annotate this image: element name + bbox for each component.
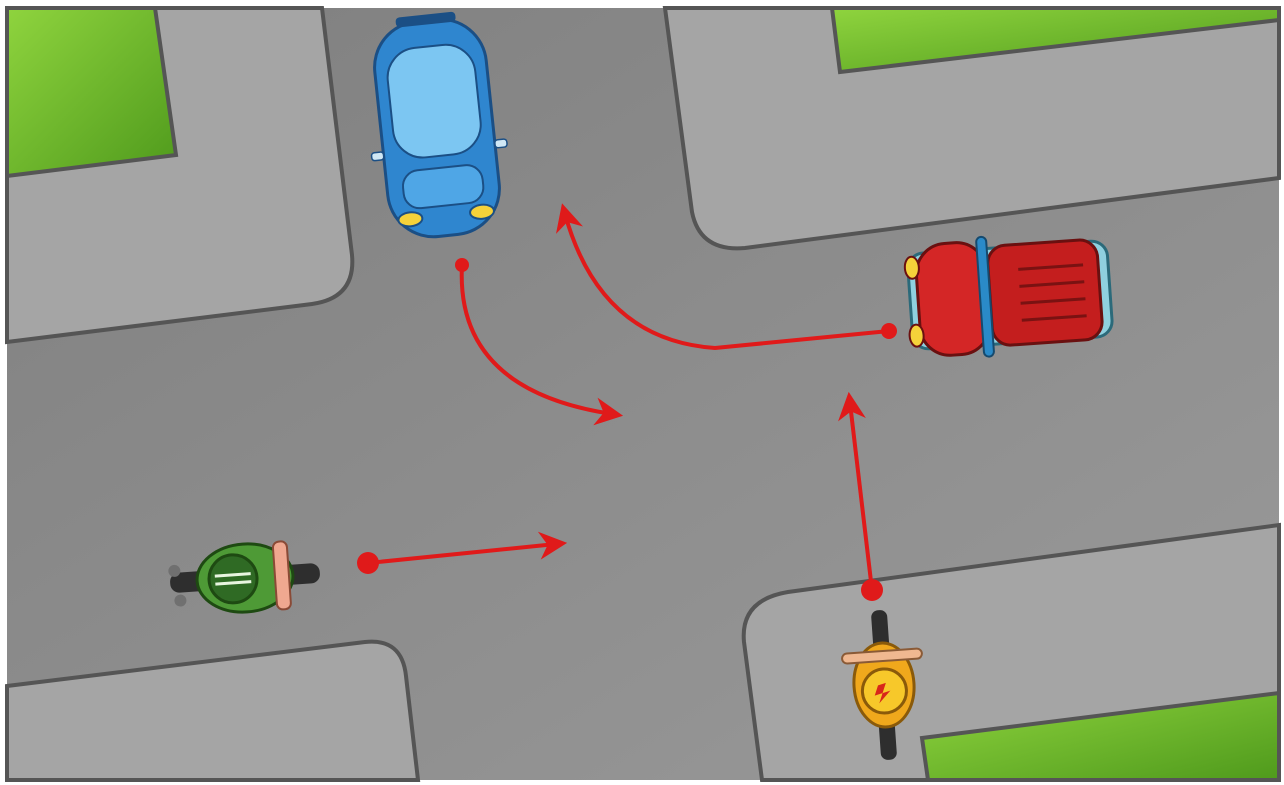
red-car [903,235,1114,358]
sidewalk-bottom-left [5,639,421,782]
grass-top-right [829,6,1281,75]
arrow-blue-car [455,258,624,426]
grass-bottom-right [919,690,1281,782]
arrow-red-car [556,203,897,351]
arrow-green-motorcycle [357,531,568,574]
sidewalk-top-right [662,6,1281,251]
blue-car [370,11,508,239]
green-motorcycle [168,540,320,614]
yellow-motorcycle [841,610,923,760]
grass-top-left [5,6,179,179]
map [5,6,1281,782]
arrow-yellow-motorcycle [838,391,883,601]
movement-arrows [357,203,897,601]
